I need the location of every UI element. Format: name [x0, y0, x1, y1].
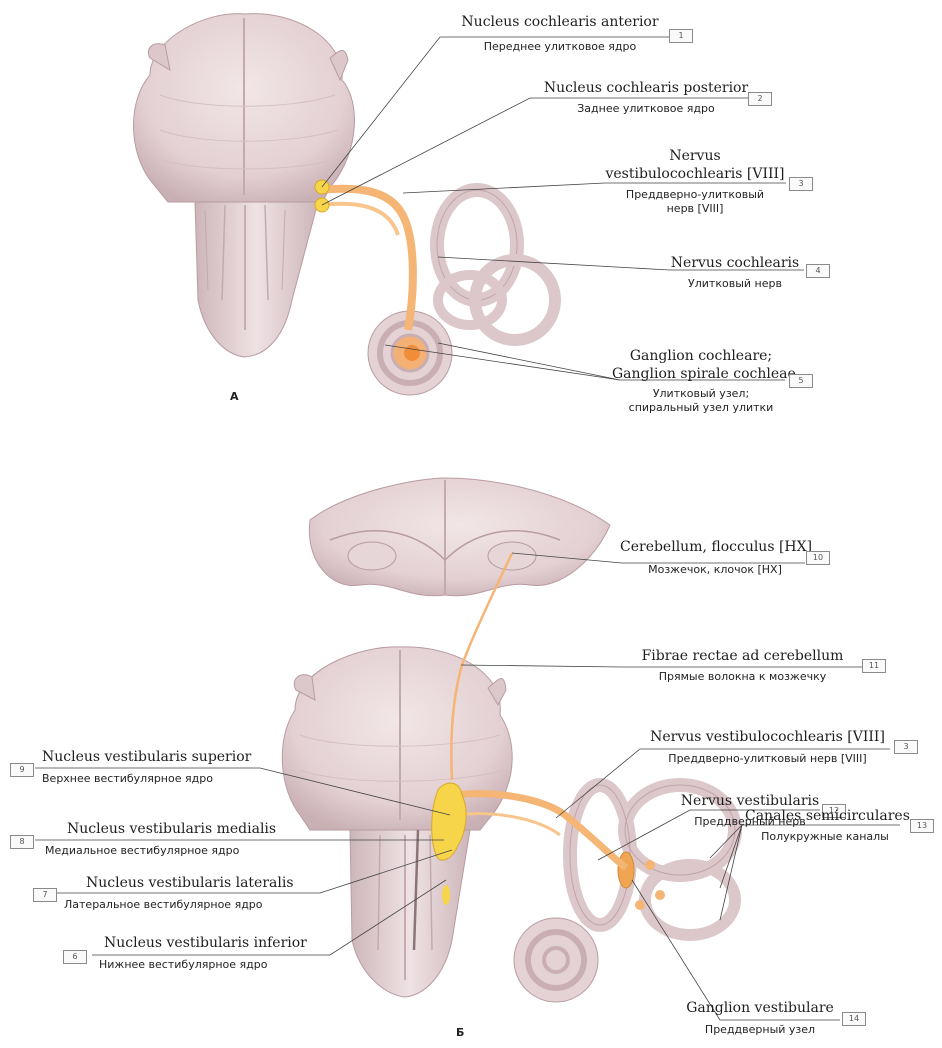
label-13-russian: Полукружные каналы [745, 830, 905, 843]
label-8-latin: Nucleus vestibularis medialis [67, 821, 276, 837]
label-3-russian-line2: нерв [VIII] [600, 202, 790, 215]
label-1-number: 1 [669, 29, 693, 43]
label-6-number: 6 [63, 950, 87, 964]
label-1-latin: Nucleus cochlearis anterior [445, 14, 675, 30]
label-4-number: 4 [806, 264, 830, 278]
label-3-latin-line1: Nervus [600, 148, 790, 164]
label-10-number: 10 [806, 551, 830, 565]
label-7-latin: Nucleus vestibularis lateralis [86, 875, 294, 891]
label-7-number: 7 [33, 888, 57, 902]
label-8-russian: Медиальное вестибулярное ядро [45, 844, 239, 857]
label-5-latin-line2: Ganglion spirale cochleae [612, 366, 790, 382]
label-3b-latin: Nervus vestibulocochlearis [VIII] [645, 729, 890, 745]
label-7-russian: Латеральное вестибулярное ядро [64, 898, 263, 911]
label-14-russian: Преддверный узел [685, 1023, 835, 1036]
label-10-latin: Cerebellum, flocculus [HX] [620, 539, 810, 555]
label-3-latin-line2: vestibulocochlearis [VIII] [600, 166, 790, 182]
cochlear-nerve-a [320, 189, 413, 330]
label-13-latin: Canales semicirculares [745, 808, 905, 824]
label-6-russian: Нижнее вестибулярное ядро [99, 958, 267, 971]
label-11-russian: Прямые волокна к мозжечку [625, 670, 860, 683]
label-4-latin: Nervus cochlearis [665, 255, 805, 271]
label-8-number: 8 [10, 835, 34, 849]
label-12-latin: Nervus vestibularis [680, 793, 820, 809]
label-9-number: 9 [10, 763, 34, 777]
label-3b-russian: Преддверно-улитковый нерв [VIII] [645, 752, 890, 765]
label-14-latin: Ganglion vestibulare [685, 1000, 835, 1016]
label-10-russian: Мозжечок, клочок [HX] [620, 563, 810, 576]
label-5-russian-line1: Улитковый узел; [612, 387, 790, 400]
label-1-russian: Переднее улитковое ядро [445, 40, 675, 53]
label-5-latin-line1: Ganglion cochleare; [612, 348, 790, 364]
brainstem-b [282, 647, 512, 997]
label-3-russian-line1: Преддверно-улитковый [600, 188, 790, 201]
label-6-latin: Nucleus vestibularis inferior [104, 935, 307, 951]
panel-b-letter: Б [456, 1026, 464, 1039]
label-2-russian: Заднее улитковое ядро [530, 102, 762, 115]
label-11-latin: Fibrae rectae ad cerebellum [625, 648, 860, 664]
label-13-number: 13 [910, 819, 934, 833]
label-4-russian: Улитковый нерв [665, 277, 805, 290]
panel-a-letter: А [230, 390, 239, 403]
label-14-number: 14 [842, 1012, 866, 1026]
label-3-number: 3 [789, 177, 813, 191]
label-5-russian-line2: спиральный узел улитки [612, 401, 790, 414]
cerebellum-b [309, 478, 610, 596]
label-9-latin: Nucleus vestibularis superior [42, 749, 251, 765]
label-3b-number: 3 [894, 740, 918, 754]
inner-ear-a [368, 190, 555, 395]
label-11-number: 11 [862, 659, 886, 673]
label-2-number: 2 [748, 92, 772, 106]
label-2-latin: Nucleus cochlearis posterior [530, 80, 762, 96]
label-9-russian: Верхнее вестибулярное ядро [42, 772, 213, 785]
label-5-number: 5 [789, 374, 813, 388]
